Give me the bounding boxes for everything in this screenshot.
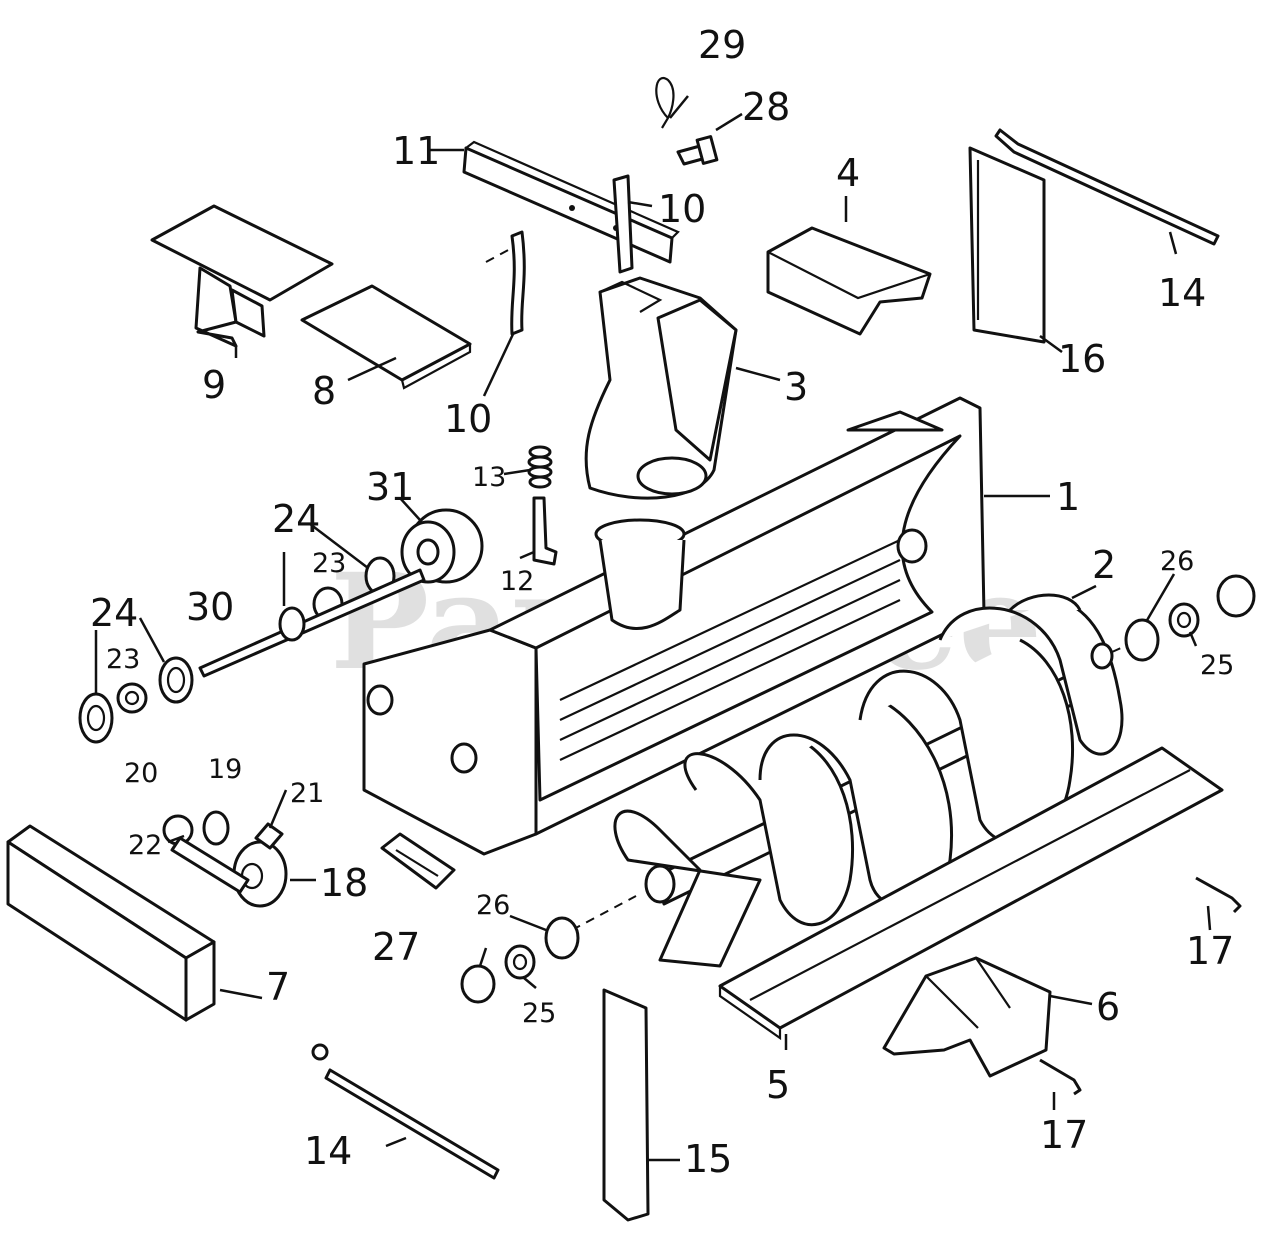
- callout-8: 8: [312, 369, 336, 413]
- part-5-scraper-bar[interactable]: [718, 746, 1224, 1041]
- part-10-lower-rod[interactable]: [485, 230, 526, 336]
- callout-12: 12: [500, 566, 534, 597]
- callout-23-upper: 23: [312, 548, 346, 579]
- callout-18: 18: [320, 861, 368, 905]
- part-29-hitch-pin-clip[interactable]: [655, 76, 675, 129]
- part-19-bracket[interactable]: [202, 810, 230, 846]
- callout-26-right: 26: [1160, 546, 1194, 577]
- callout-16: 16: [1058, 337, 1106, 381]
- part-11-chute-support-bar[interactable]: [462, 140, 680, 264]
- part-3-discharge-chute[interactable]: [584, 276, 738, 500]
- callout-22: 22: [128, 830, 162, 861]
- part-14-lower-rod[interactable]: [311, 1043, 500, 1180]
- part-13-spring[interactable]: [527, 445, 553, 489]
- part-27-bushing[interactable]: [380, 832, 456, 890]
- part-16-side-shield[interactable]: [968, 146, 1046, 344]
- callout-3: 3: [784, 365, 808, 409]
- part-1-auger-housing[interactable]: [362, 396, 986, 856]
- part-25-right-bearing[interactable]: [1168, 602, 1200, 638]
- part-17-upper-pin[interactable]: [1195, 876, 1242, 914]
- callout-21: 21: [290, 778, 324, 809]
- callout-23-lower: 23: [106, 644, 140, 675]
- part-31-pulley[interactable]: [400, 508, 484, 584]
- callout-11: 11: [392, 129, 440, 173]
- callout-24-lower: 24: [90, 591, 138, 635]
- callout-5: 5: [766, 1063, 790, 1107]
- callout-14-upper: 14: [1158, 271, 1206, 315]
- part-22-arm[interactable]: [170, 836, 250, 894]
- callout-2: 2: [1092, 543, 1116, 587]
- part-24-lower-washer[interactable]: [158, 656, 194, 704]
- callout-30: 30: [186, 585, 234, 629]
- part-23-lower-nut[interactable]: [116, 682, 148, 714]
- part-25-lower-bearing[interactable]: [504, 944, 536, 980]
- callout-9: 9: [202, 363, 226, 407]
- callout-20: 20: [124, 758, 158, 789]
- callout-10-lower: 10: [444, 397, 492, 441]
- part-4-cover[interactable]: [766, 226, 932, 336]
- part-15-side-plate[interactable]: [602, 988, 650, 1222]
- callout-7: 7: [266, 965, 290, 1009]
- callout-4: 4: [836, 151, 860, 195]
- callout-1: 1: [1056, 475, 1080, 519]
- callout-13: 13: [472, 462, 506, 493]
- callout-31: 31: [366, 465, 414, 509]
- part-2-auger[interactable]: [571, 593, 1149, 968]
- part-26-lower-flange[interactable]: [460, 916, 580, 1004]
- part-6-skid-shoe[interactable]: [882, 956, 1052, 1078]
- callout-26-lower: 26: [476, 890, 510, 921]
- callout-29: 29: [698, 23, 746, 67]
- callout-24-upper: 24: [272, 497, 320, 541]
- part-14-upper-rod[interactable]: [994, 128, 1220, 246]
- callout-25-right: 25: [1200, 650, 1234, 681]
- part-7-belt-guard[interactable]: [6, 824, 216, 1022]
- callout-27: 27: [372, 925, 420, 969]
- part-12-pin[interactable]: [532, 496, 558, 566]
- part-18-sprocket[interactable]: [232, 840, 288, 908]
- part-9-deflector-top[interactable]: [150, 204, 334, 348]
- part-24-left-flange[interactable]: [78, 692, 114, 744]
- callout-19: 19: [208, 754, 242, 785]
- part-10-upper-bracket[interactable]: [612, 174, 634, 274]
- callout-25-lower: 25: [522, 998, 556, 1029]
- part-8-deflector-plate[interactable]: [300, 284, 472, 390]
- part-28-bolt[interactable]: [676, 135, 719, 166]
- part-17-lower-pin[interactable]: [1039, 1058, 1082, 1096]
- callout-17-upper: 17: [1186, 929, 1234, 973]
- callout-17-lower: 17: [1040, 1113, 1088, 1157]
- callout-28: 28: [742, 85, 790, 129]
- part-21-screw[interactable]: [254, 822, 284, 850]
- part-30-shaft[interactable]: [198, 568, 426, 678]
- callout-14-lower: 14: [304, 1129, 352, 1173]
- callout-10-upper: 10: [658, 187, 706, 231]
- leader-lines: [94, 95, 1212, 1162]
- callout-6: 6: [1096, 985, 1120, 1029]
- callout-15: 15: [684, 1137, 732, 1181]
- part-26-right-flange[interactable]: [1124, 574, 1256, 662]
